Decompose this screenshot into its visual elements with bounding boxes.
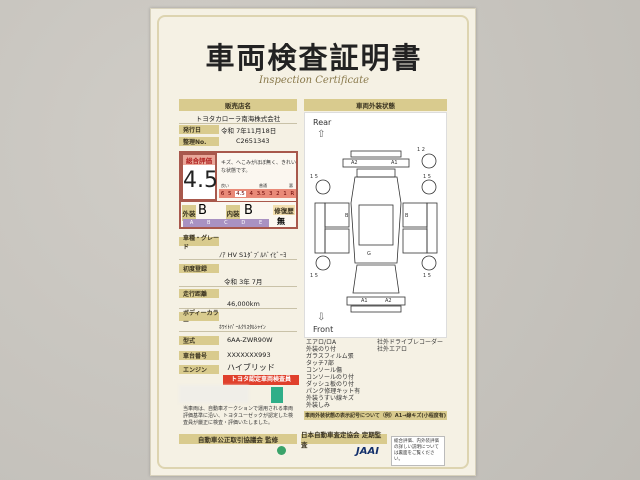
vehicle-label: 走行距離: [179, 289, 219, 298]
vehicle-value: ﾎﾜｲﾄﾊﾟｰﾙｸﾘｽﾀﾙｼｬｲﾝ: [179, 323, 297, 332]
number-label: 整理No.: [179, 137, 219, 146]
scale-item: 4.5: [235, 190, 246, 197]
scale-item: R: [290, 190, 295, 197]
spec-value: XXXXXXX993: [227, 351, 271, 359]
equipment-item: ガラスフィルム張: [306, 353, 354, 360]
damage-mark: A2: [351, 160, 358, 166]
blurred-inspector-name: [179, 385, 249, 403]
grade-item: B: [207, 220, 211, 226]
equipment-item: 社外エアロ: [377, 346, 408, 353]
scale-item: 2: [276, 190, 280, 197]
vehicle-value: ﾉｱ HV S1ﾀﾞﾌﾞﾙﾊﾞｲﾋﾞｰﾖ: [179, 249, 297, 260]
damage-mark: A2: [385, 298, 392, 304]
vehicle-value: 令和 3年 7月: [179, 276, 297, 287]
equipment-item: パンク修理キット有: [306, 388, 361, 395]
exterior-grade: B: [198, 203, 207, 218]
repair-label: 修復歴: [273, 205, 295, 215]
certificate-subtitle: Inspection Certificate: [258, 75, 370, 86]
evaluation-box: 総合評価 4.5 キズ、へこみがほぼ無く、きれいな状態です。 良い 普通 悪 6…: [179, 151, 298, 229]
evaluation-comment: キズ、へこみがほぼ無く、きれいな状態です。: [221, 160, 297, 174]
legend-bar: 車両外装状態の表示記号について（例）A1→線キズ(小程度有): [304, 411, 447, 420]
scale-item: 6: [220, 190, 225, 197]
issue-date-label: 発行日: [179, 125, 219, 134]
damage-mark: 1 5: [423, 273, 431, 279]
scale-good: 良い: [221, 183, 229, 188]
damage-mark: 1 5: [423, 174, 431, 180]
interior-label: 内装: [226, 205, 240, 221]
equipment-item: コンソールのり付: [306, 374, 355, 381]
overall-score-box: 総合評価 4.5: [181, 153, 218, 201]
spec-label: エンジン: [179, 365, 219, 374]
equipment-item: ダッシュ板のり付: [306, 381, 355, 388]
number-value: C2651343: [236, 137, 270, 145]
grade-scale: A B C D E: [183, 219, 269, 227]
overall-label: 総合評価: [183, 155, 215, 165]
inspector-stamp: [271, 387, 283, 403]
interior-grade: B: [244, 203, 253, 218]
dealer-header: 販売店名: [179, 99, 297, 111]
jaai-logo: JAAI: [356, 446, 379, 457]
equipment-item: 外装うすい線キズ: [306, 395, 355, 402]
scale-mid: 普通: [259, 183, 267, 188]
damage-mark: B: [405, 213, 409, 219]
front-label: Front: [313, 325, 334, 334]
diagram-header: 車両外装状態: [304, 99, 447, 111]
footer-note: 総合評価、内外装評価の詳しい説明については裏面をご覧ください。: [391, 436, 445, 466]
dealer-name: トヨタカローラ南海株式会社: [179, 113, 297, 124]
scale-item: 4: [249, 190, 253, 197]
vehicle-label: 初度登録: [179, 264, 219, 273]
ornamental-frame: [157, 15, 469, 469]
footer-left-header: 自動車公正取引協議会 監修: [179, 434, 297, 444]
car-outline: [314, 150, 438, 313]
equipment-item: エアロ/ロA: [306, 339, 337, 346]
vehicle-label: ボディーカラー: [179, 310, 219, 326]
scale-item: 1: [283, 190, 287, 197]
equipment-list-right: 社外ドライブレコーダー社外エアロ: [377, 339, 443, 353]
grade-item: A: [189, 220, 194, 226]
certified-inspector-badge: トヨタ認定車両検査員: [223, 375, 299, 385]
car-exterior-diagram: Rear ⇧ A2 A1 A1 A2 B B G 1 2 1 5 1 5 1 5…: [304, 112, 447, 338]
rear-label: Rear: [313, 118, 332, 127]
equipment-item: コンソール傷: [306, 367, 343, 374]
grade-item: E: [258, 220, 263, 226]
spec-label: 車台番号: [179, 351, 219, 360]
grade-item: D: [241, 220, 246, 226]
vehicle-label: 車種・グレード: [179, 235, 219, 251]
spec-value: ハイブリッド: [227, 363, 275, 372]
damage-mark: 1 5: [310, 273, 318, 279]
fair-trade-logo: [277, 446, 286, 455]
damage-mark: A1: [361, 298, 368, 304]
arrow-up-icon: ⇧: [317, 129, 326, 140]
damage-mark: A1: [391, 160, 398, 166]
scale-item: 3.5: [256, 190, 266, 197]
repair-value: 無: [277, 217, 285, 226]
inspection-certificate: 車両検査証明書 Inspection Certificate 販売店名 トヨタカ…: [150, 8, 476, 476]
damage-mark: B: [345, 213, 349, 219]
spec-label: 型式: [179, 336, 219, 345]
equipment-item: 外装のり付: [306, 346, 337, 353]
damage-mark: 1 5: [310, 174, 318, 180]
damage-mark: G: [367, 251, 371, 257]
scale-bad: 悪: [289, 183, 293, 188]
grade-item: C: [224, 220, 228, 226]
damage-mark: 1 2: [417, 147, 425, 153]
arrow-down-icon: ⇩: [317, 312, 326, 323]
equipment-item: 外装しみ: [306, 402, 331, 409]
certificate-title: 車両検査証明書: [205, 41, 423, 75]
spec-value: 6AA-ZWR90W: [227, 336, 273, 344]
scale-item: 3: [268, 190, 273, 197]
overall-score: 4.5: [183, 168, 218, 193]
exterior-label: 外装: [182, 205, 196, 221]
equipment-item: タッチ7部: [306, 360, 334, 367]
inspection-notes: 当車両は、自動車オークションで運用される車両評価基準に沿い、トヨタユーゼックが認…: [183, 406, 294, 426]
issue-date: 令和 7年11月18日: [221, 127, 277, 135]
footer-right-header: 日本自動車査定協会 定期監査: [301, 431, 387, 449]
scale-item: 5: [227, 190, 232, 197]
vehicle-value: 46,000km: [179, 300, 297, 309]
equipment-item: 社外ドライブレコーダー: [377, 339, 444, 346]
